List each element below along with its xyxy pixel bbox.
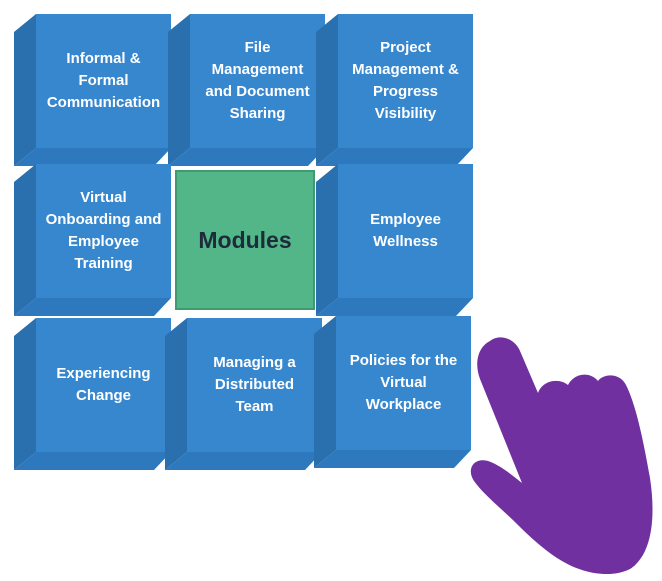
tile-cube-shape [14,14,171,166]
tile-cube-shape [165,318,322,470]
tile-cube-shape [168,14,325,166]
tile-cube-shape [314,316,471,468]
module-tile-onboarding[interactable]: Virtual Onboarding and Employee Training [14,164,171,316]
module-label-policies: Policies for the Virtual Workplace [349,352,458,413]
module-label-onboarding: Virtual Onboarding and Employee Training [45,189,162,272]
module-tile-wellness[interactable]: Employee Wellness [316,164,473,316]
modules-center-tile: Modules [175,170,315,310]
tile-cube-shape [14,318,171,470]
tile-cube-shape [316,14,473,166]
module-label-file-management: File Management and Document Sharing [205,39,310,122]
module-label-communication: Informal & Formal Communication [46,50,161,111]
tile-cube-shape [14,164,171,316]
pointing-hand-icon [470,337,653,575]
module-label-distributed-team: Managing a Distributed Team [213,354,296,415]
module-tile-policies[interactable]: Policies for the Virtual Workplace [314,316,471,468]
modules-center-label: Modules [198,227,292,253]
tile-cube-shape [316,164,473,316]
module-label-project-management: Project Management & Progress Visibility [352,39,459,122]
module-label-wellness: Employee Wellness [370,211,441,250]
module-tile-distributed-team[interactable]: Managing a Distributed Team [165,318,322,470]
module-tile-project-management[interactable]: Project Management & Progress Visibility [316,14,473,166]
module-tile-communication[interactable]: Informal & Formal Communication [14,14,171,166]
module-label-change: Experiencing Change [56,365,151,404]
module-tile-file-management[interactable]: File Management and Document Sharing [168,14,325,166]
module-tile-change[interactable]: Experiencing Change [14,318,171,470]
center-square-shape [175,170,315,310]
